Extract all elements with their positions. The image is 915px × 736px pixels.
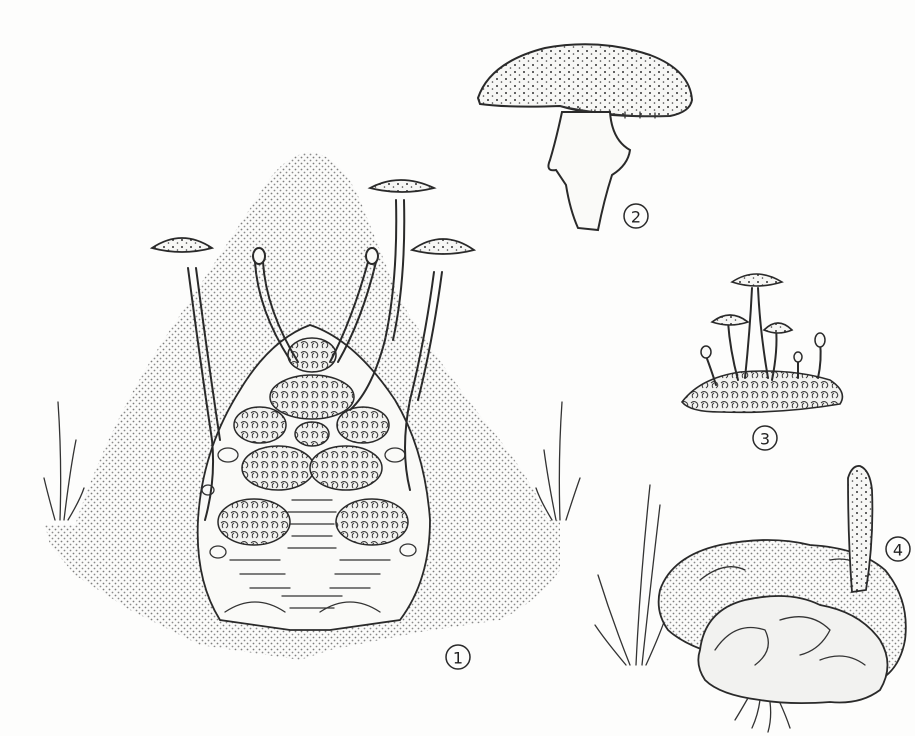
small-mushroom-cluster [682,274,842,412]
termite-mound-section [44,152,580,660]
figure-label-2: 2 [624,204,648,228]
svg-text:4: 4 [893,541,903,560]
large-mushroom-stem [548,112,630,230]
grass-figure-4 [595,485,668,665]
svg-text:3: 3 [760,430,770,449]
termitomyces-stalk [848,466,872,592]
svg-text:2: 2 [631,208,641,227]
fungus-comb-mass [595,466,906,732]
large-mushroom-cap [478,44,692,116]
grass-right [536,402,580,520]
figure-label-1: 1 [446,645,470,669]
large-mushroom [478,44,692,230]
figure-label-3: 3 [753,426,777,450]
svg-text:1: 1 [453,649,463,668]
grass-left [44,402,84,520]
figure-label-4: 4 [886,537,910,561]
